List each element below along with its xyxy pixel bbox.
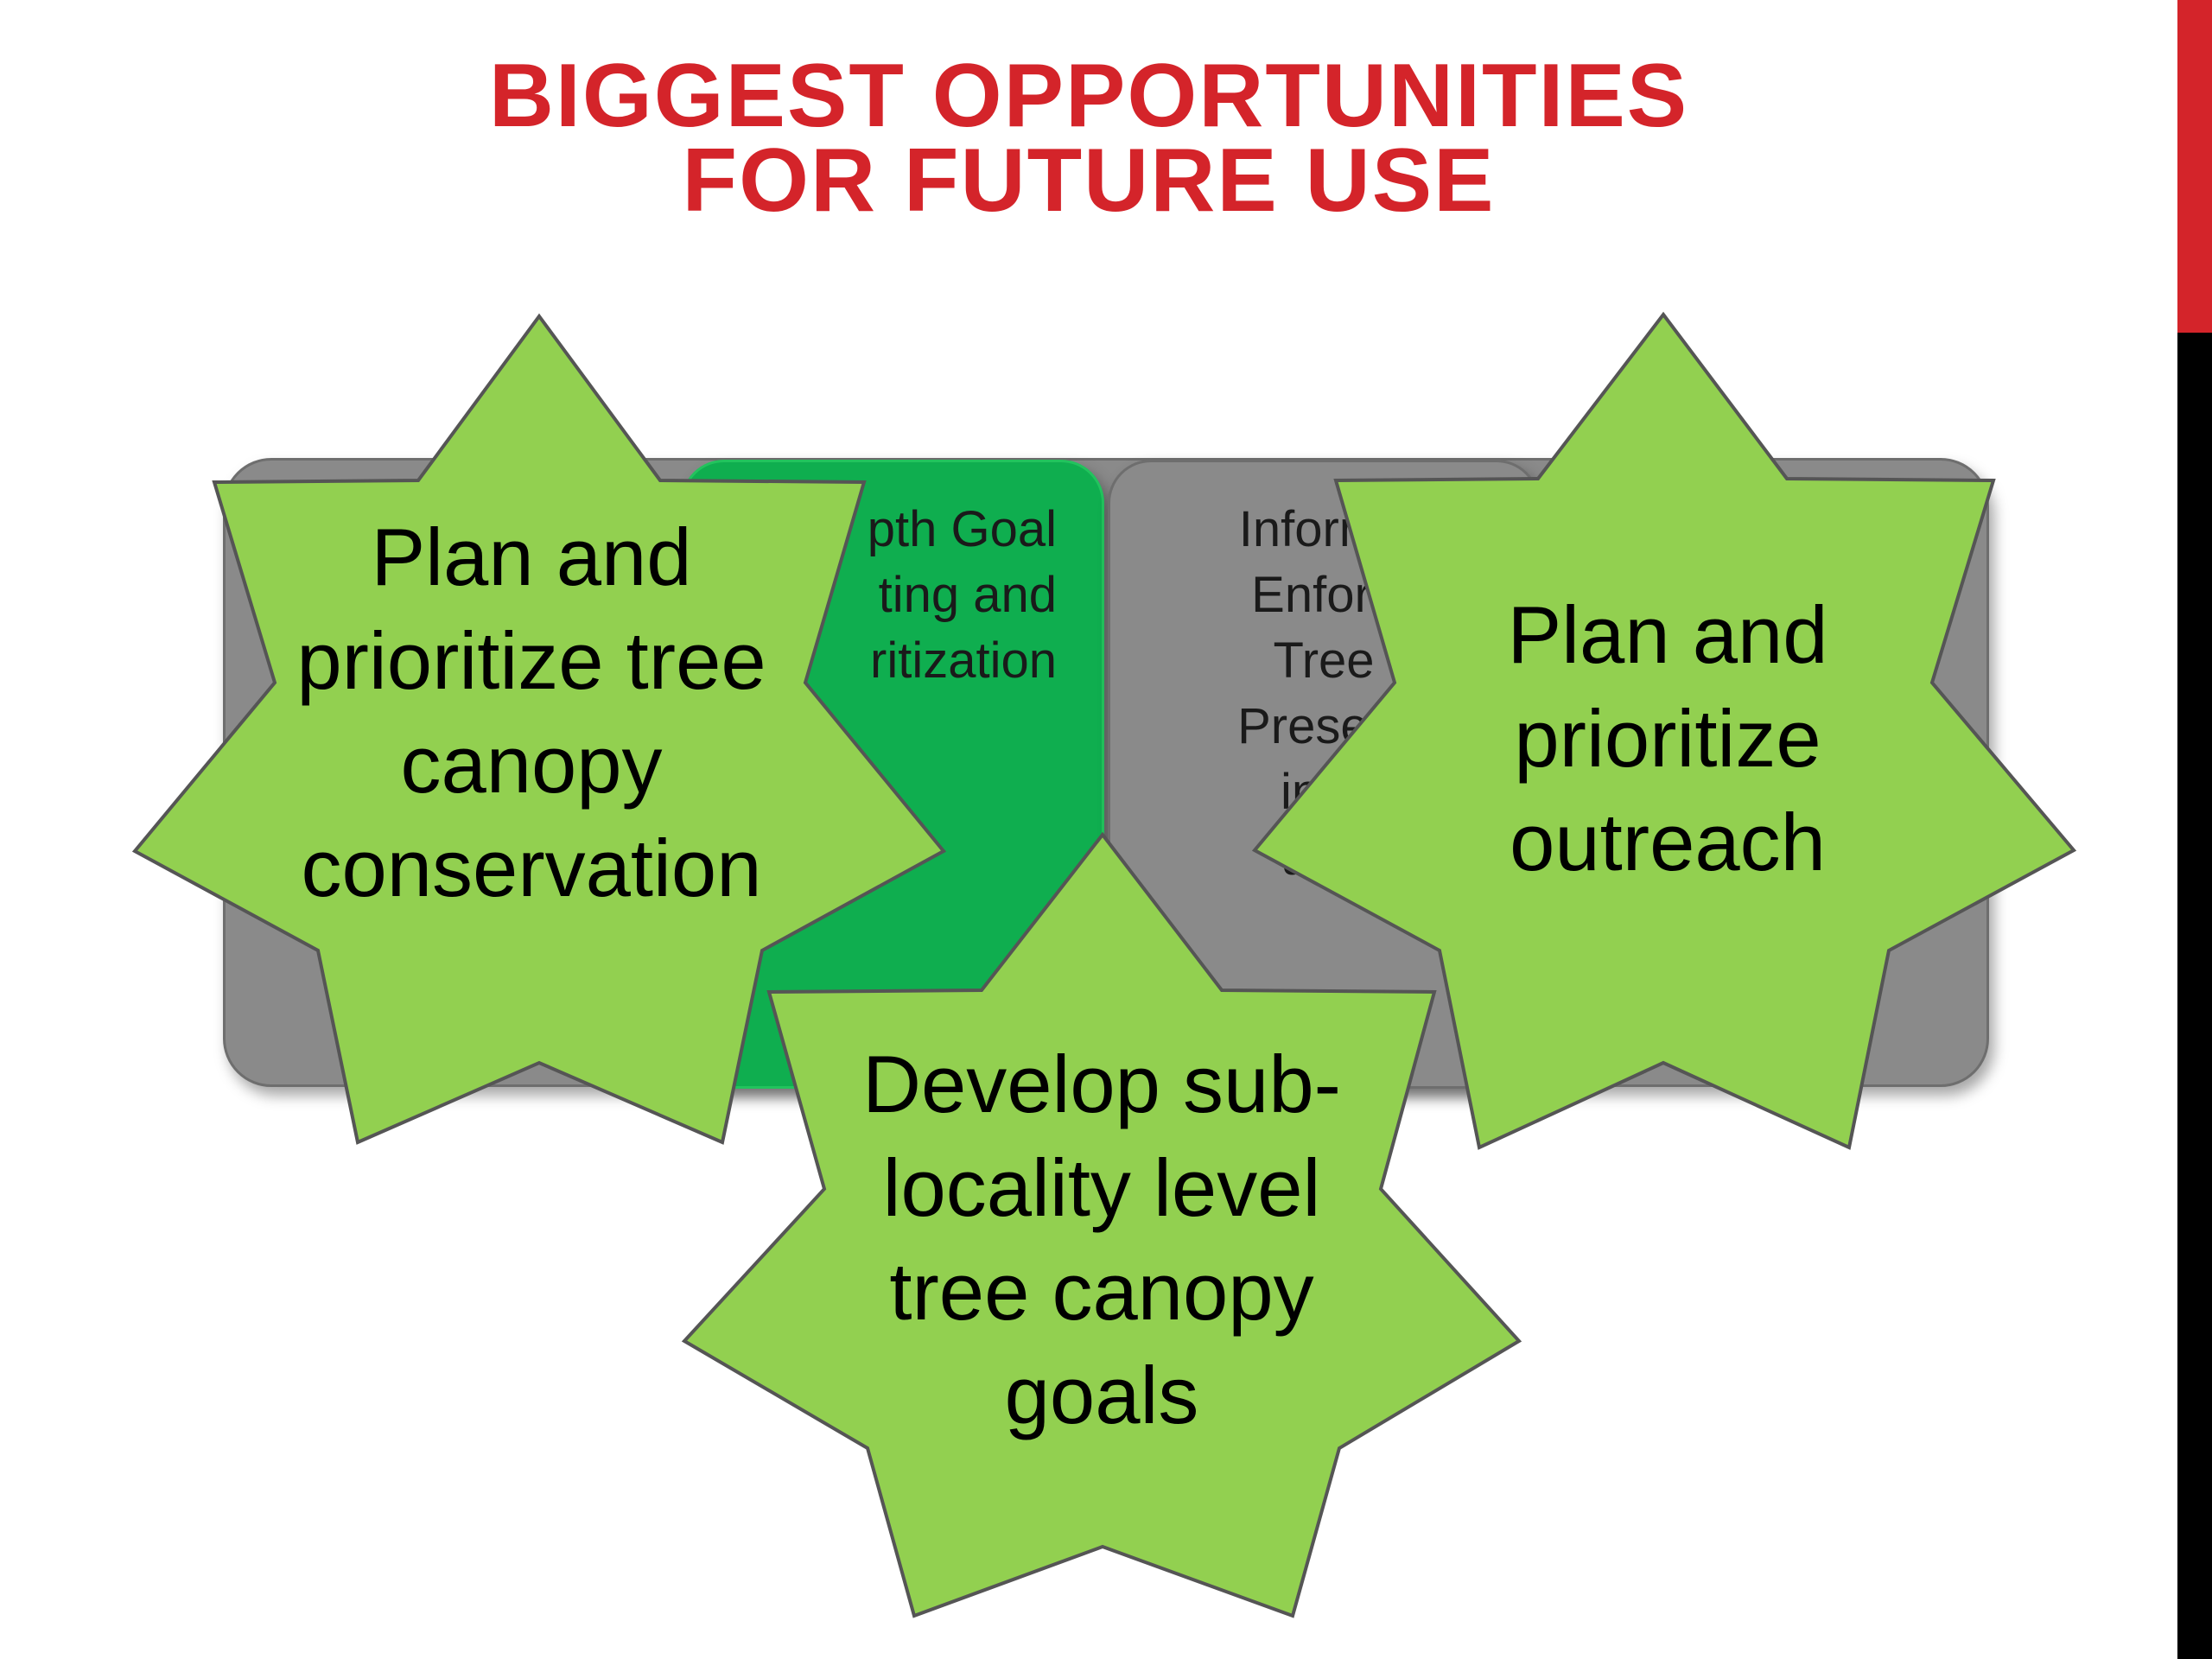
- side-accent-bar-black: [2177, 333, 2212, 1659]
- star-left-line: Plan and: [371, 512, 692, 602]
- slide-title-line-2: FOR FUTURE USE: [682, 130, 1496, 231]
- star-left-line: prioritize tree: [296, 615, 766, 706]
- star-right: [1251, 311, 2077, 1150]
- star-right-line: Plan and: [1507, 589, 1828, 680]
- star-right-line: outreach: [1510, 797, 1826, 887]
- star-bottom-line: tree canopy: [889, 1246, 1314, 1337]
- star-bottom-line: locality level: [882, 1142, 1321, 1233]
- star-bottom: [681, 831, 1522, 1618]
- star-right-line: prioritize: [1514, 693, 1821, 784]
- star-bottom-label: Develop sub- locality level tree canopy …: [830, 1033, 1374, 1447]
- star-right-label: Plan and prioritize outreach: [1400, 583, 1936, 894]
- star-left-label: Plan and prioritize tree canopy conserva…: [259, 505, 804, 920]
- slide-title-line-1: BIGGEST OPPORTUNITIES: [488, 46, 1689, 146]
- side-accent-bar-red: [2177, 0, 2212, 333]
- star-bottom-line: goals: [1004, 1350, 1199, 1440]
- star-left-line: conservation: [301, 823, 762, 913]
- star-left: [131, 313, 947, 1145]
- slide-title: BIGGEST OPPORTUNITIES FOR FUTURE USE: [0, 46, 2177, 231]
- star-bottom-line: Develop sub-: [862, 1039, 1341, 1129]
- middle-box-text: pth Goal ting and ritization: [867, 501, 1057, 689]
- star-left-line: canopy: [400, 719, 663, 810]
